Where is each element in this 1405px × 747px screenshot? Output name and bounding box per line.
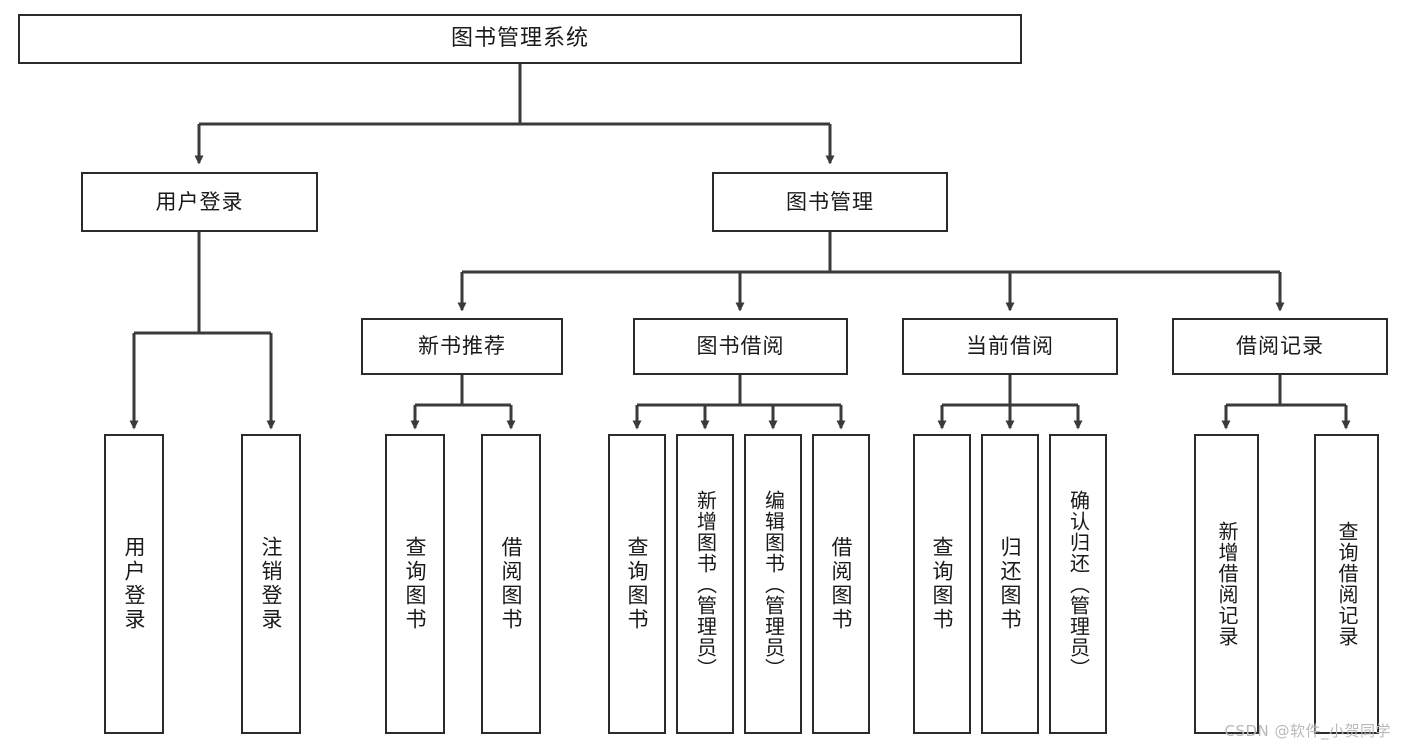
leaf-book-borrow-query[interactable]: 查询图书 xyxy=(608,434,666,734)
node-label: 图书管理系统 xyxy=(450,26,589,52)
node-label: 借阅图书 xyxy=(829,536,854,632)
node-book-borrow[interactable]: 图书借阅 xyxy=(633,318,848,375)
leaf-borrow-record-add[interactable]: 新增借阅记录 xyxy=(1194,434,1259,734)
node-label: 查询图书 xyxy=(930,536,955,632)
node-label: 用户登录 xyxy=(122,536,147,632)
leaf-user-login-login[interactable]: 用户登录 xyxy=(104,434,164,734)
node-label: 注销登录 xyxy=(259,536,284,632)
leaf-book-borrow-borrow[interactable]: 借阅图书 xyxy=(812,434,870,734)
node-label: 归还图书 xyxy=(998,536,1023,632)
node-label: 图书管理 xyxy=(786,189,874,214)
node-label: 新书推荐 xyxy=(418,334,506,359)
node-root-system[interactable]: 图书管理系统 xyxy=(18,14,1022,64)
node-label: 查询图书 xyxy=(625,536,650,632)
leaf-new-book-query[interactable]: 查询图书 xyxy=(385,434,445,734)
node-user-login[interactable]: 用户登录 xyxy=(81,172,318,232)
node-borrow-record[interactable]: 借阅记录 xyxy=(1172,318,1388,375)
node-label: 借阅图书 xyxy=(499,536,524,632)
watermark-text: CSDN @软件_小贺同学 xyxy=(1224,722,1391,740)
node-book-management[interactable]: 图书管理 xyxy=(712,172,948,232)
leaf-user-login-logout[interactable]: 注销登录 xyxy=(241,434,301,734)
leaf-book-borrow-edit[interactable]: 编辑图书（管理员） xyxy=(744,434,802,734)
node-current-borrow[interactable]: 当前借阅 xyxy=(902,318,1118,375)
node-label: 编辑图书（管理员） xyxy=(761,489,786,679)
node-label: 用户登录 xyxy=(155,189,244,214)
leaf-current-borrow-query[interactable]: 查询图书 xyxy=(913,434,971,734)
node-label: 新增图书（管理员） xyxy=(693,489,718,679)
node-new-book-recommend[interactable]: 新书推荐 xyxy=(361,318,563,375)
node-label: 当前借阅 xyxy=(966,334,1054,359)
leaf-new-book-borrow[interactable]: 借阅图书 xyxy=(481,434,541,734)
node-label: 查询图书 xyxy=(403,536,428,632)
node-label: 查询借阅记录 xyxy=(1335,521,1359,647)
node-label: 图书借阅 xyxy=(696,334,785,359)
leaf-book-borrow-add[interactable]: 新增图书（管理员） xyxy=(676,434,734,734)
node-label: 新增借阅记录 xyxy=(1215,521,1239,647)
node-label: 确认归还（管理员） xyxy=(1066,489,1091,679)
leaf-borrow-record-query[interactable]: 查询借阅记录 xyxy=(1314,434,1379,734)
node-label: 借阅记录 xyxy=(1236,334,1324,359)
leaf-current-borrow-return[interactable]: 归还图书 xyxy=(981,434,1039,734)
leaf-current-borrow-confirm-return[interactable]: 确认归还（管理员） xyxy=(1049,434,1107,734)
